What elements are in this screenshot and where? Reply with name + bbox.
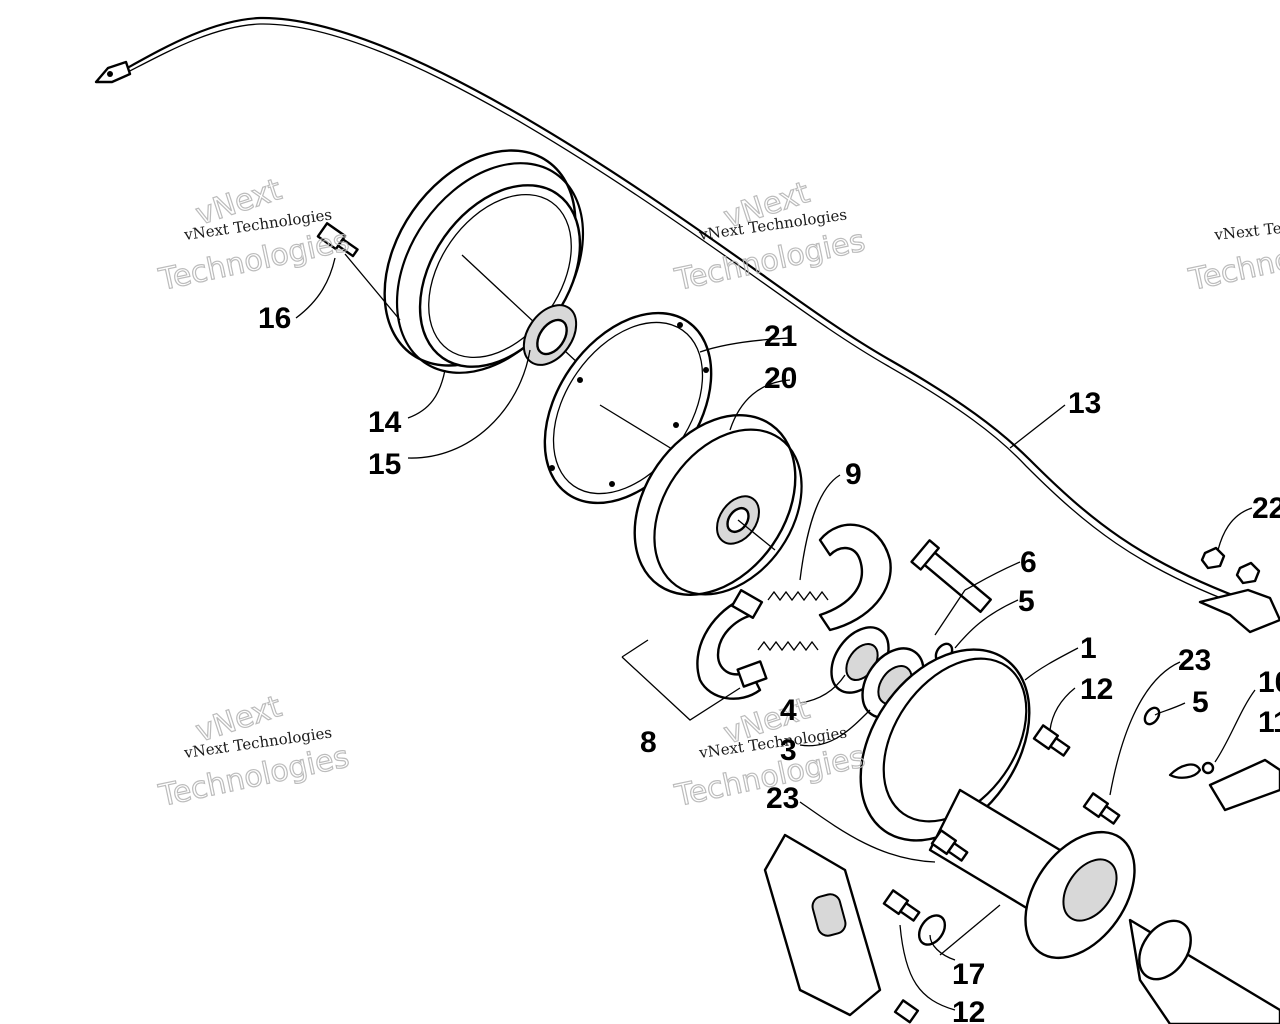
label-3: 3	[780, 734, 797, 767]
label-23a: 23	[1178, 644, 1211, 677]
label-12a: 12	[1080, 673, 1113, 706]
label-1: 1	[1080, 632, 1097, 665]
bolt-16	[316, 222, 359, 258]
label-8: 8	[640, 726, 657, 759]
bolt-23b	[930, 829, 969, 862]
clip-10	[1168, 758, 1280, 812]
label-17: 17	[952, 958, 985, 991]
washer-17	[917, 914, 947, 946]
axle	[1128, 918, 1280, 1024]
seal-15	[522, 304, 578, 366]
label-14: 14	[368, 406, 402, 439]
brake-cable	[94, 16, 1242, 605]
label-9: 9	[845, 458, 862, 491]
label-23b: 23	[766, 782, 799, 815]
brake-drum-20	[633, 414, 803, 596]
label-4: 4	[780, 694, 797, 727]
label-22: 22	[1252, 492, 1280, 525]
label-12b: 12	[952, 996, 985, 1024]
label-5b: 5	[1192, 686, 1209, 719]
nuts-22	[1200, 546, 1261, 585]
washer-5b	[1143, 706, 1161, 726]
label-6: 6	[1020, 546, 1037, 579]
bolt-23a	[1082, 792, 1121, 825]
brake-shoes-8	[696, 523, 892, 700]
label-21: 21	[764, 320, 797, 353]
watermark-text: Technolo	[1185, 236, 1280, 298]
mounting-bracket	[763, 833, 882, 1017]
lever-bracket	[1198, 588, 1280, 634]
springs-9	[757, 590, 829, 652]
bolt-12c	[893, 999, 920, 1024]
label-10: 10	[1258, 666, 1280, 699]
watermark-text: vNext Te	[1213, 219, 1280, 244]
label-15: 15	[368, 448, 401, 481]
label-20: 20	[764, 362, 797, 395]
cam-6	[910, 539, 992, 614]
part-labels: 16 14 15 21 20 9 13 22 6 5 1 12 23 5 10 …	[258, 302, 1280, 1024]
bolt-12b	[882, 889, 921, 922]
label-11: 11	[1258, 706, 1280, 739]
label-16: 16	[258, 302, 291, 335]
brake-housing-1	[859, 648, 1136, 960]
label-13: 13	[1068, 387, 1101, 420]
leader-lines	[295, 253, 1256, 1011]
bolt-12a	[1032, 724, 1071, 757]
label-5a: 5	[1018, 585, 1035, 618]
